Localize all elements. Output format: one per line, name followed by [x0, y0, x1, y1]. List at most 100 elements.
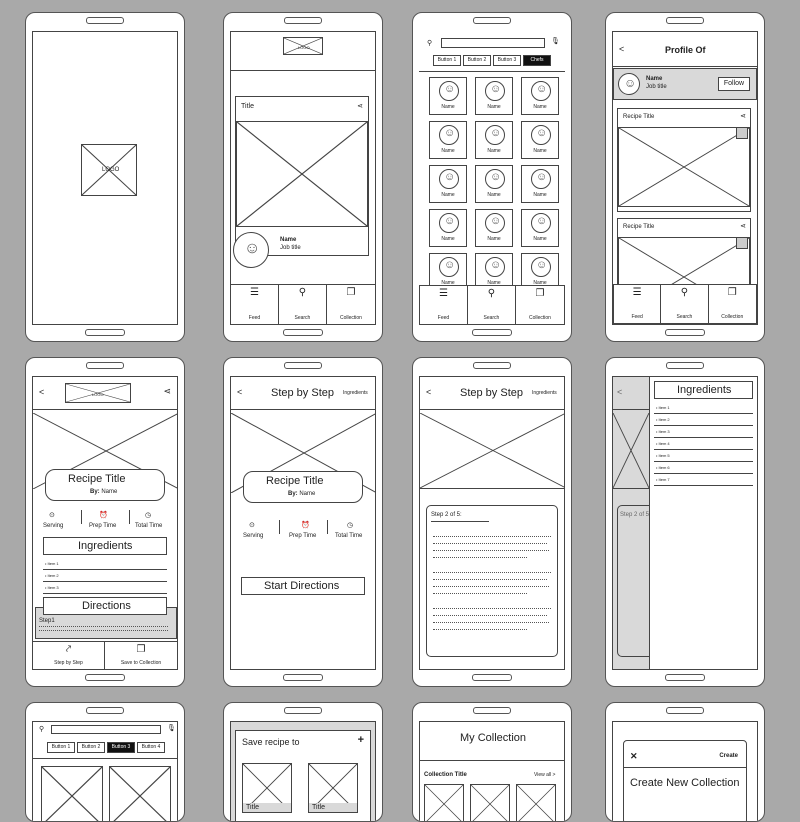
drawer-ingredient-item: • Item 4: [656, 441, 670, 446]
chef-card[interactable]: ☺Name: [475, 209, 513, 247]
nav-feed[interactable]: ☰Feed: [231, 285, 279, 324]
timer-icon: ◷: [145, 512, 152, 519]
close-icon[interactable]: ✕: [630, 751, 638, 761]
search-input[interactable]: [441, 38, 545, 48]
share-icon[interactable]: ⋖: [163, 386, 171, 396]
chef-card[interactable]: ☺Name: [429, 121, 467, 159]
chef-card[interactable]: ☺Name: [521, 209, 559, 247]
nav-search[interactable]: ⚲Search: [468, 286, 516, 324]
back-icon[interactable]: <: [426, 387, 432, 397]
back-icon[interactable]: <: [619, 44, 625, 54]
collection-thumbnail[interactable]: Title: [242, 763, 292, 813]
home-button[interactable]: [85, 674, 125, 681]
nav-collection[interactable]: ❐Collection: [709, 285, 756, 323]
chef-name: Name: [487, 192, 501, 198]
profile-recipe-card-1[interactable]: Recipe Title ⋖: [617, 108, 751, 212]
user-icon: ☺: [444, 171, 456, 183]
share-icon[interactable]: ⋖: [740, 113, 746, 120]
chef-card[interactable]: ☺Name: [475, 77, 513, 115]
chef-card[interactable]: ☺Name: [429, 209, 467, 247]
search-icon: ⚲: [680, 287, 689, 298]
search-header-divider: [419, 71, 565, 72]
chef-card[interactable]: ☺Name: [521, 77, 559, 115]
ingredients-link[interactable]: Ingredients: [343, 390, 368, 396]
step-by-step-button[interactable]: ⤤Step by Step: [33, 642, 105, 669]
feed-author-avatar[interactable]: ☺: [233, 232, 269, 268]
collection-thumbnail[interactable]: [470, 784, 510, 821]
chef-card[interactable]: ☺Name: [429, 165, 467, 203]
back-icon[interactable]: <: [39, 387, 45, 397]
share-icon[interactable]: ⋖: [740, 223, 746, 230]
home-button[interactable]: [665, 329, 705, 336]
save-collection-icon[interactable]: [736, 237, 748, 249]
feed-post-card[interactable]: Title ⋖ Name Job title: [235, 96, 369, 256]
ingredient-divider: [43, 569, 167, 570]
search-recipes-divider: [33, 758, 177, 759]
ingredients-link[interactable]: Ingredients: [532, 390, 557, 396]
filter-button-chefs[interactable]: Chefs: [523, 55, 551, 66]
nav-collection[interactable]: ❐Collection: [327, 285, 375, 324]
follow-button[interactable]: Follow: [718, 77, 750, 91]
save-to-collection-button[interactable]: ❐Save to Collection: [105, 642, 177, 669]
home-button[interactable]: [283, 329, 323, 336]
collection-thumbnail[interactable]: [424, 784, 464, 821]
phone-recipe: < LOGO ⋖ Recipe Title By: Name ⊙ Serving…: [25, 357, 185, 687]
drawer-ingredient-item: • Item 6: [656, 465, 670, 470]
nav-feed-label: Feed: [437, 315, 450, 321]
step-detail-header-divider: [420, 409, 564, 410]
search-screen: ⚲ 🎙 Button 1 Button 2 Button 3 Chefs ☺Na…: [419, 31, 565, 325]
home-button[interactable]: [472, 329, 512, 336]
chef-name: Name: [533, 236, 547, 242]
chef-card[interactable]: ☺Name: [429, 253, 467, 291]
chef-card[interactable]: ☺Name: [521, 253, 559, 291]
create-action[interactable]: Create: [719, 753, 738, 759]
nav-feed[interactable]: ☰Feed: [614, 285, 662, 323]
nav-search[interactable]: ⚲Search: [661, 285, 709, 323]
chef-card[interactable]: ☺Name: [521, 165, 559, 203]
filter-button-4[interactable]: Button 4: [137, 742, 165, 753]
phone-save-recipe: Save recipe to + Title Title: [223, 702, 383, 822]
start-directions-button[interactable]: Start Directions: [241, 577, 365, 595]
recipe-by-name: Name: [299, 491, 316, 497]
filter-button-2[interactable]: Button 2: [463, 55, 491, 66]
back-icon[interactable]: <: [617, 387, 623, 397]
home-button[interactable]: [472, 674, 512, 681]
microphone-icon[interactable]: 🎙: [167, 725, 176, 732]
nav-feed[interactable]: ☰Feed: [420, 286, 468, 324]
serving-icon: ⊙: [49, 512, 55, 519]
chef-card[interactable]: ☺Name: [475, 253, 513, 291]
save-collection-icon[interactable]: [736, 127, 748, 139]
drawer-ingredient-item: • Item 2: [656, 417, 670, 422]
chef-card[interactable]: ☺Name: [475, 121, 513, 159]
filter-button-3[interactable]: Button 3: [107, 742, 135, 753]
chef-card[interactable]: ☺Name: [521, 121, 559, 159]
share-icon[interactable]: ⋖: [357, 103, 363, 110]
home-button[interactable]: [283, 674, 323, 681]
home-button[interactable]: [85, 329, 125, 336]
filter-button-2[interactable]: Button 2: [77, 742, 105, 753]
nav-search-label: Search: [294, 315, 311, 321]
nav-search[interactable]: ⚲Search: [279, 285, 327, 324]
search-input[interactable]: [51, 725, 161, 734]
chef-card[interactable]: ☺Name: [475, 165, 513, 203]
recipe-thumbnail[interactable]: [41, 766, 103, 821]
recipe-title-badge: Recipe Title By: Name: [45, 469, 165, 501]
recipe-thumbnail[interactable]: [109, 766, 171, 821]
microphone-icon[interactable]: 🎙: [551, 38, 560, 45]
ingredient-item: • Item 3: [45, 585, 59, 590]
chef-name: Name: [441, 236, 455, 242]
speaker: [86, 17, 124, 24]
step-label: Step1: [39, 618, 55, 624]
home-button[interactable]: [665, 674, 705, 681]
timer-icon: ◷: [347, 522, 354, 529]
filter-button-1[interactable]: Button 1: [433, 55, 461, 66]
filter-button-1[interactable]: Button 1: [47, 742, 75, 753]
collection-thumbnail[interactable]: Title: [308, 763, 358, 813]
nav-collection[interactable]: ❐Collection: [516, 286, 564, 324]
filter-button-3[interactable]: Button 3: [493, 55, 521, 66]
collection-thumbnail[interactable]: [516, 784, 556, 821]
chef-card[interactable]: ☺Name: [429, 77, 467, 115]
back-icon[interactable]: <: [237, 387, 243, 397]
add-icon[interactable]: +: [357, 734, 364, 746]
view-all-link[interactable]: View all >: [534, 772, 556, 778]
